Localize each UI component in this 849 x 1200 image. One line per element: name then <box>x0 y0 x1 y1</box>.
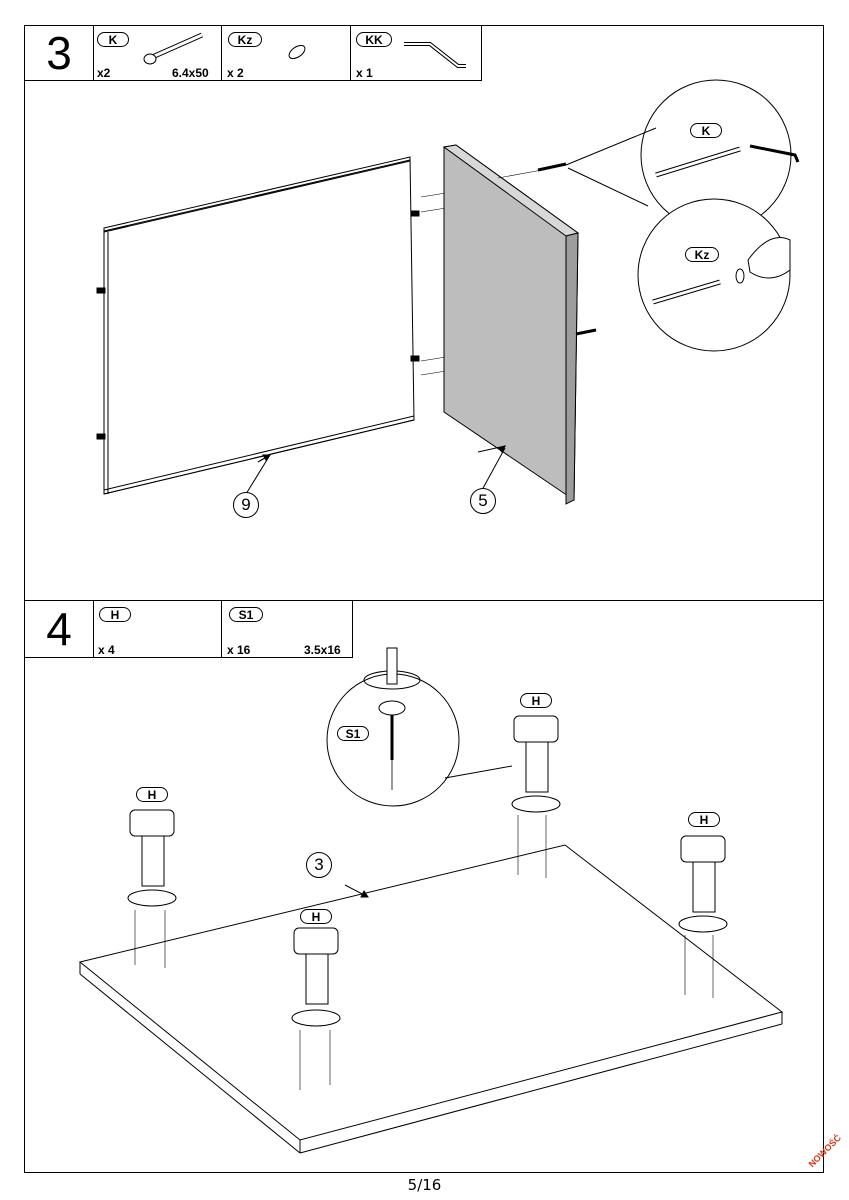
part-kz-qty: x 2 <box>227 66 244 80</box>
page-number: 5/16 <box>407 1176 442 1194</box>
part-box-kk <box>350 25 482 81</box>
callout-panel-9-label: 9 <box>241 495 251 514</box>
panel-5 <box>442 144 597 505</box>
part-s1-size: 3.5x16 <box>304 643 341 657</box>
screw-k-icon <box>143 32 204 65</box>
panel-9 <box>96 156 447 495</box>
part-k-size: 6.4x50 <box>172 66 209 80</box>
cap-kz-icon <box>288 44 306 60</box>
leg-right <box>678 835 728 998</box>
step-divider <box>24 600 824 601</box>
part-k-qty: x2 <box>97 66 111 80</box>
callout-board-3-label: 3 <box>314 855 324 874</box>
detail-s1-label: S1 <box>337 726 369 741</box>
leg-center <box>291 927 341 1090</box>
leg-left <box>127 809 177 968</box>
part-kk-code: KK <box>356 32 392 47</box>
leg-right-label: H <box>688 812 720 827</box>
detail-kz-label: Kz <box>685 247 719 262</box>
part-box-s1 <box>221 600 353 658</box>
board-3 <box>78 844 784 1154</box>
leg-back-label: H <box>520 693 552 708</box>
callout-panel-5-label: 5 <box>478 491 488 510</box>
part-kk-qty: x 1 <box>356 66 373 80</box>
detail-k-label: K <box>690 123 722 138</box>
part-k-code: K <box>97 32 129 47</box>
leg-left-label: H <box>136 787 168 802</box>
detail-kz-circle <box>637 198 791 352</box>
part-h-qty: x 4 <box>98 643 115 657</box>
callout-panel-5: 5 <box>470 488 496 514</box>
part-s1-code: S1 <box>229 607 263 622</box>
step4-number: 4 <box>46 603 72 655</box>
leg-back <box>511 715 561 878</box>
part-h-code: H <box>99 607 131 622</box>
part-kz-code: Kz <box>228 32 262 47</box>
leg-center-label: H <box>300 909 332 924</box>
callout-panel-9: 9 <box>233 492 259 518</box>
part-s1-qty: x 16 <box>227 643 251 657</box>
callout-board-3: 3 <box>306 852 332 878</box>
step3-number: 3 <box>46 27 72 79</box>
